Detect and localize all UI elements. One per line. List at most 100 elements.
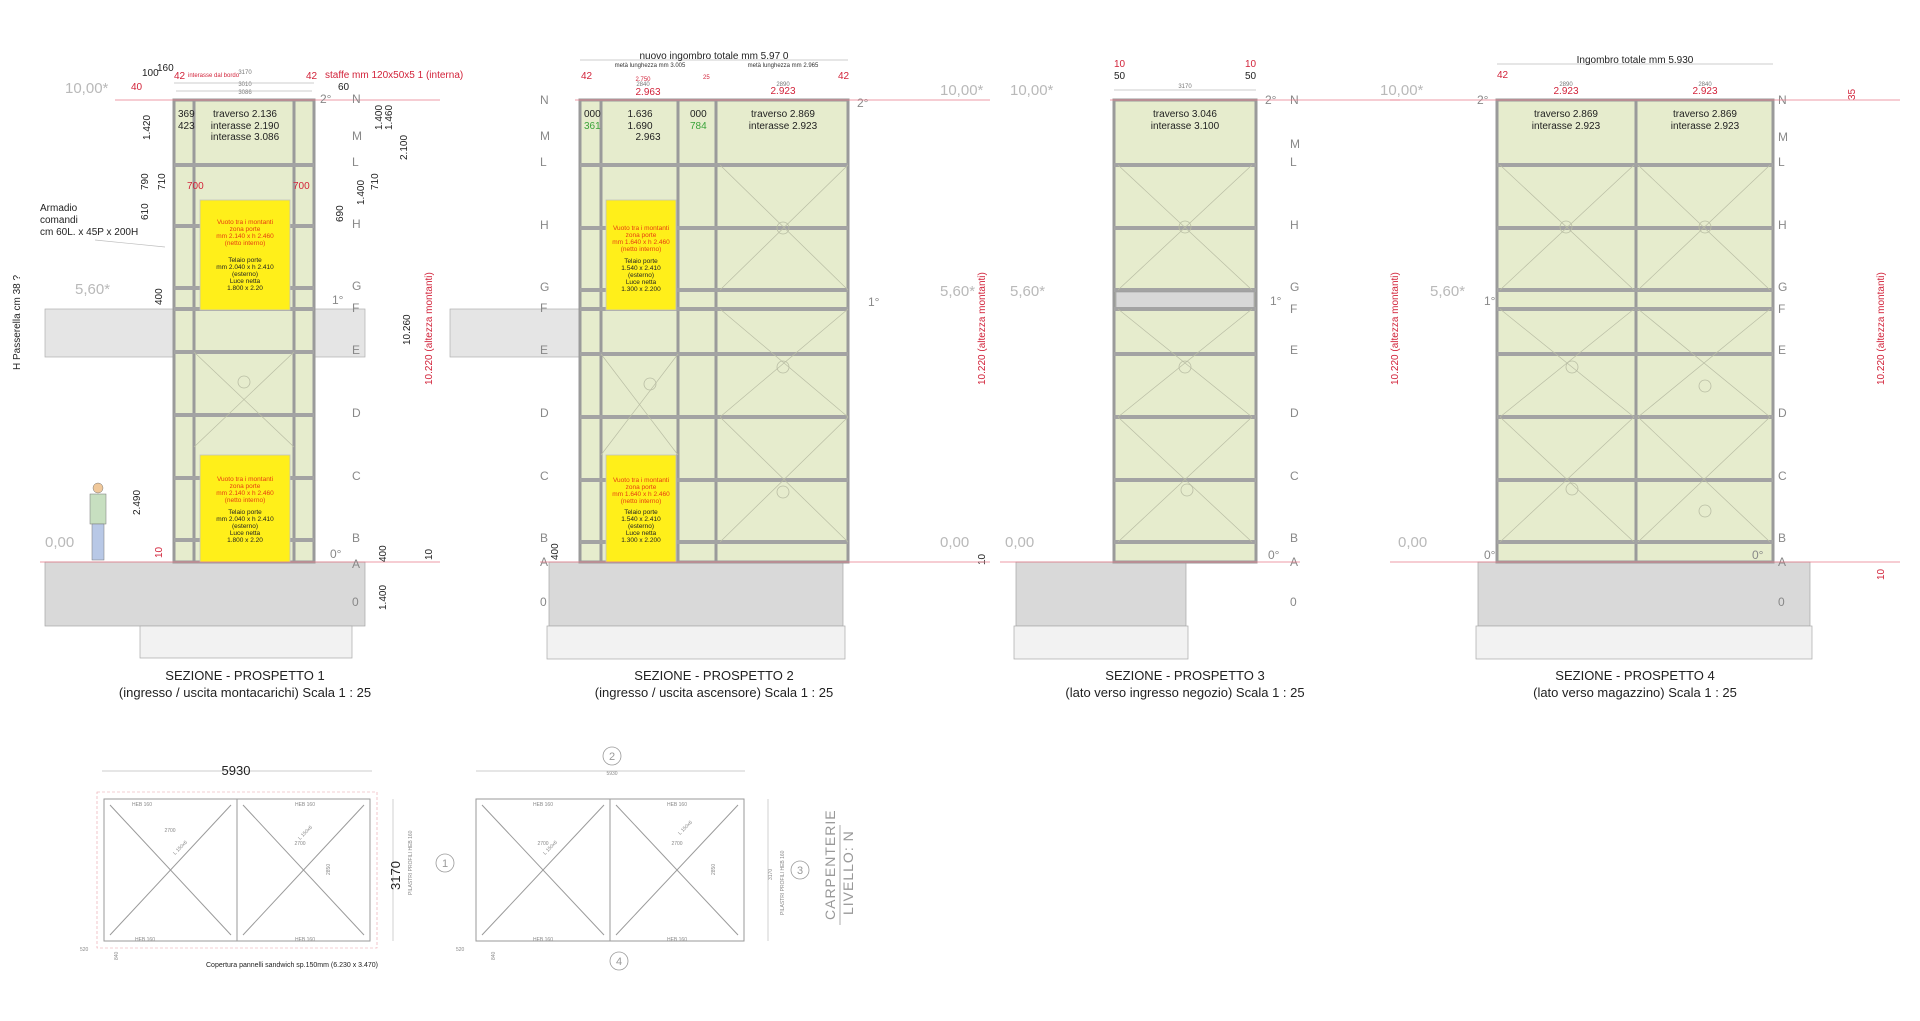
svg-text:2890: 2890 — [1559, 82, 1573, 88]
svg-text:B: B — [540, 531, 548, 545]
door-lower — [605, 454, 677, 563]
svg-text:zona porte: zona porte — [626, 232, 657, 239]
svg-text:zona porte: zona porte — [230, 483, 261, 490]
foundation-gravel — [139, 625, 353, 659]
svg-text:1.400: 1.400 — [356, 180, 367, 205]
svg-text:784: 784 — [690, 121, 707, 132]
svg-text:1°: 1° — [1270, 294, 1282, 308]
section-marker-2 — [602, 746, 622, 766]
svg-text:D: D — [1778, 406, 1787, 420]
svg-text:(netto interno): (netto interno) — [225, 240, 265, 247]
svg-text:10: 10 — [977, 553, 988, 565]
prospetto-2-subtitle: (ingresso / uscita ascensore) Scala 1 : … — [595, 685, 833, 700]
svg-text:3086: 3086 — [238, 90, 252, 96]
ground-slab — [44, 561, 366, 627]
svg-text:C: C — [1778, 469, 1787, 483]
svg-text:700: 700 — [293, 181, 310, 192]
svg-text:10: 10 — [154, 546, 165, 558]
svg-text:1.636: 1.636 — [627, 109, 652, 120]
svg-text:(netto interno): (netto interno) — [225, 497, 265, 504]
svg-text:50: 50 — [1245, 71, 1257, 82]
svg-text:0,00: 0,00 — [1005, 534, 1034, 551]
plan-1: 5930 2700 2700 HEB 160 HEB 160 HEB 160 H… — [80, 763, 455, 969]
svg-text:N: N — [540, 93, 549, 107]
svg-text:L: L — [1290, 155, 1297, 169]
svg-text:3010: 3010 — [238, 82, 252, 88]
svg-text:L 150x6: L 150x6 — [677, 820, 694, 837]
svg-text:1.400: 1.400 — [374, 105, 385, 130]
svg-text:interasse 2.923: interasse 2.923 — [1532, 121, 1601, 132]
svg-text:1.400: 1.400 — [378, 585, 389, 610]
svg-text:2700: 2700 — [164, 828, 175, 834]
svg-text:3: 3 — [797, 865, 803, 877]
svg-text:5930: 5930 — [606, 771, 617, 777]
svg-text:10: 10 — [424, 548, 435, 560]
svg-text:Vuoto tra i montanti: Vuoto tra i montanti — [613, 225, 669, 232]
svg-text:1.540 x 2.410: 1.540 x 2.410 — [621, 516, 661, 523]
carpenterie-label: CARPENTERIE — [822, 809, 838, 920]
svg-text:369: 369 — [178, 109, 195, 120]
staffe-note: staffe mm 120x50x5 1 (interna) — [325, 70, 463, 81]
svg-text:10.260: 10.260 — [402, 314, 413, 345]
door-upper — [199, 199, 291, 311]
svg-text:610: 610 — [140, 203, 151, 220]
svg-text:interasse 3.086: interasse 3.086 — [211, 132, 280, 143]
svg-text:E: E — [540, 343, 548, 357]
svg-text:zona porte: zona porte — [230, 226, 261, 233]
svg-text:1.800 x 2.20: 1.800 x 2.20 — [227, 285, 263, 292]
svg-text:160: 160 — [157, 63, 174, 74]
svg-text:(esterno): (esterno) — [232, 523, 258, 530]
svg-text:HEB 160: HEB 160 — [135, 937, 155, 943]
svg-text:2850: 2850 — [711, 864, 717, 875]
svg-text:(esterno): (esterno) — [628, 523, 654, 530]
svg-text:2.963: 2.963 — [635, 87, 660, 98]
svg-text:2850: 2850 — [326, 864, 332, 875]
svg-text:0: 0 — [1778, 595, 1785, 609]
svg-text:Telaio porte: Telaio porte — [228, 257, 262, 264]
svg-text:5,60*: 5,60* — [75, 281, 110, 298]
prospetto-1-subtitle: (ingresso / uscita montacarichi) Scala 1… — [119, 685, 371, 700]
svg-text:traverso 3.046: traverso 3.046 — [1153, 109, 1217, 120]
svg-text:mm 2.040 x h 2.410: mm 2.040 x h 2.410 — [216, 516, 274, 523]
armadio-note: Armadio — [40, 203, 78, 214]
svg-text:interasse 3.100: interasse 3.100 — [1151, 121, 1220, 132]
svg-text:1.300 x 2.200: 1.300 x 2.200 — [621, 537, 661, 544]
svg-text:10,00*: 10,00* — [1380, 82, 1424, 99]
svg-text:10,00*: 10,00* — [940, 82, 984, 99]
svg-text:Telaio porte: Telaio porte — [624, 509, 658, 516]
svg-text:35: 35 — [1847, 88, 1858, 100]
plan-2: 2 5930 HEB 160 HEB 160 HEB 160 HEB 160 2… — [456, 746, 856, 971]
svg-text:HEB 160: HEB 160 — [667, 937, 687, 943]
door-lower — [199, 454, 291, 563]
svg-text:L: L — [540, 155, 547, 169]
section-marker-4 — [609, 951, 629, 971]
svg-text:1.540 x 2.410: 1.540 x 2.410 — [621, 265, 661, 272]
svg-text:mm 1.640 x h 2.460: mm 1.640 x h 2.460 — [612, 491, 670, 498]
svg-text:10: 10 — [1876, 568, 1887, 580]
svg-text:mm 2.140 x h 2.460: mm 2.140 x h 2.460 — [216, 233, 274, 240]
svg-text:H: H — [1778, 218, 1787, 232]
svg-text:100: 100 — [142, 68, 159, 79]
svg-text:2700: 2700 — [671, 841, 682, 847]
svg-text:interasse 2.923: interasse 2.923 — [1671, 121, 1740, 132]
svg-text:N: N — [352, 92, 361, 106]
svg-text:520: 520 — [80, 947, 89, 953]
svg-text:Luce netta: Luce netta — [626, 530, 657, 537]
svg-text:1.800 x 2.20: 1.800 x 2.20 — [227, 537, 263, 544]
svg-text:42: 42 — [306, 71, 318, 82]
svg-text:M: M — [352, 129, 362, 143]
svg-text:1.690: 1.690 — [627, 121, 652, 132]
svg-text:G: G — [1778, 280, 1787, 294]
svg-text:0°: 0° — [1752, 548, 1764, 562]
svg-text:mm 1.640 x h 2.460: mm 1.640 x h 2.460 — [612, 239, 670, 246]
svg-text:0,00: 0,00 — [940, 534, 969, 551]
svg-text:42: 42 — [174, 71, 186, 82]
prospetto-1: Vuoto tra i montanti zona porte mm 2.140… — [12, 63, 463, 700]
svg-text:F: F — [352, 301, 359, 315]
svg-text:G: G — [1290, 280, 1299, 294]
svg-text:361: 361 — [584, 121, 601, 132]
svg-text:HEB 160: HEB 160 — [295, 937, 315, 943]
svg-text:L 150x6: L 150x6 — [297, 825, 314, 842]
svg-text:790: 790 — [140, 173, 151, 190]
